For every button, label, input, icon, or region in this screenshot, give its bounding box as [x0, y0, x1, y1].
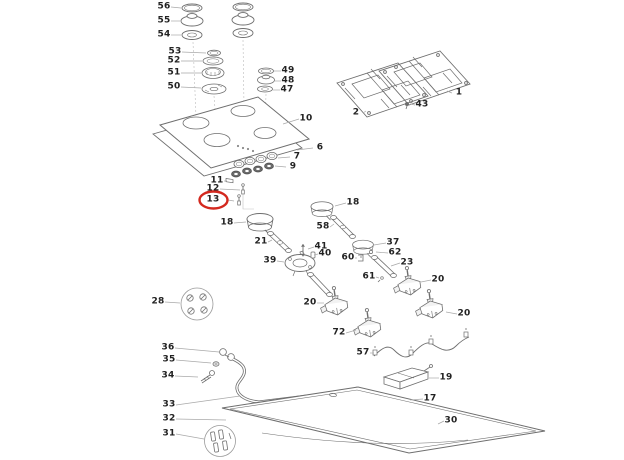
leader-line-41 [307, 246, 315, 250]
burner-ring-set-right [257, 67, 275, 93]
burner-base-right [310, 201, 397, 283]
mixer-tube-22 [307, 272, 333, 297]
leader-line-39 [276, 260, 285, 263]
hob-top-panel [158, 96, 311, 169]
leader-line-12 [219, 188, 241, 191]
mixer-tube-58 [330, 215, 356, 239]
leader-line-35 [175, 359, 212, 364]
leader-line-34 [174, 375, 199, 378]
leader-line-21 [267, 239, 273, 243]
fitting-62 [369, 250, 373, 254]
leader-line-7 [277, 156, 291, 159]
knob-seals [231, 162, 274, 178]
leader-line-56 [170, 6, 182, 9]
injector-41 [301, 243, 305, 257]
leader-line-50 [180, 86, 202, 89]
fastener-kit-31 [204, 425, 236, 457]
leader-line-40 [313, 253, 319, 256]
leader-line-18-left [233, 221, 247, 224]
leader-line-10 [282, 118, 300, 125]
leader-line-72 [345, 329, 357, 334]
leader-line-20-a [420, 279, 432, 283]
leader-line-32 [175, 418, 227, 421]
leader-line-9 [274, 165, 287, 168]
small-fitting-parts [225, 178, 254, 210]
leader-line-1 [446, 90, 453, 94]
burner-body-39 [284, 250, 316, 277]
grid-fixing-part [405, 102, 409, 110]
leader-line-62 [375, 251, 389, 254]
leader-line-37 [373, 242, 387, 246]
clip-60 [358, 254, 364, 262]
leader-line-13 [227, 199, 235, 202]
burner-cap-stack-left [180, 3, 204, 40]
mixer-tube-23 [371, 255, 397, 278]
highlight-ellipse-part-13 [198, 190, 229, 210]
leader-line-36 [174, 347, 220, 353]
leader-line-23 [390, 262, 401, 267]
leader-line-6 [296, 147, 314, 151]
inlet-fittings [200, 348, 235, 384]
leader-line-17 [409, 398, 424, 401]
pan-support-grid-left [336, 62, 429, 118]
gas-pipe-33 [232, 357, 358, 404]
mixer-tube-21 [267, 231, 292, 253]
bottom-tray-32 [221, 386, 546, 454]
knob-bezels [233, 151, 278, 168]
leader-line-61 [375, 276, 380, 279]
ignition-harness-57 [372, 328, 470, 358]
pan-support-grid-right [378, 50, 471, 106]
leader-line-30 [437, 420, 445, 425]
leader-line-20-c [445, 311, 458, 315]
burner-cap-stack-right [231, 2, 255, 38]
leader-line-58 [329, 223, 335, 228]
screw-61 [377, 276, 384, 283]
knob-kit-28 [180, 287, 214, 321]
leader-line-53 [181, 51, 207, 54]
leader-line-28 [164, 301, 181, 304]
leader-line-2 [362, 110, 367, 114]
leader-line-33 [175, 395, 241, 406]
leader-line-31 [175, 433, 205, 440]
leader-line-43 [409, 103, 416, 106]
screw-34 [200, 370, 215, 384]
leader-line-18-right [334, 202, 347, 207]
burner-ring-set-left [201, 49, 227, 95]
burner-base-left [246, 213, 333, 297]
spark-generator-19 [382, 364, 433, 390]
